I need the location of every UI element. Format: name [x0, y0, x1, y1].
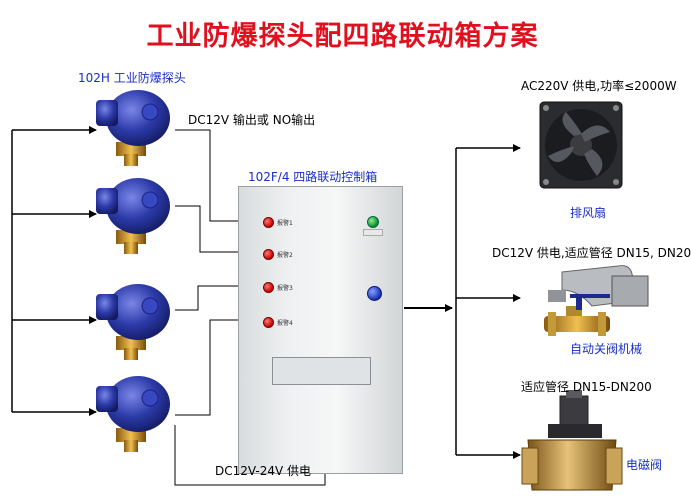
- alarm-label-4: 报警4: [277, 320, 293, 327]
- valve-name-label: 自动关阀机械: [570, 342, 643, 356]
- signal-line-3: [175, 282, 260, 311]
- detector-2: [96, 178, 170, 254]
- solenoid-valve-image: [521, 390, 623, 491]
- alarm-label-2: 报警2: [277, 252, 293, 259]
- alarm-lamp-2: [263, 249, 274, 260]
- fan-name-label: 排风扇: [570, 206, 607, 220]
- alarm-lamp-1: [263, 217, 274, 228]
- detector-3: [96, 284, 170, 360]
- signal-line-4: [175, 316, 260, 416]
- alarm-label-3: 报警3: [277, 285, 293, 292]
- alarm-lamp-3: [263, 282, 274, 293]
- alarm-lamp-4: [263, 317, 274, 328]
- signal-label: DC12V 输出或 NO输出: [188, 113, 316, 127]
- solenoid-spec-label: 适应管径 DN15-DN200: [521, 380, 652, 394]
- power-indicator: [367, 216, 379, 228]
- controller-nameplate: [272, 357, 371, 385]
- exhaust-fan-image: [539, 101, 623, 189]
- signal-line-1: [175, 129, 260, 225]
- power-line: [174, 425, 326, 486]
- detector-1: [96, 90, 170, 166]
- solenoid-name-label: 电磁阀: [626, 458, 663, 472]
- detector-label: 102H 工业防爆探头: [78, 71, 186, 85]
- indicator-nameplate: [363, 229, 383, 236]
- fan-spec-label: AC220V 供电,功率≤2000W: [521, 79, 677, 93]
- valve-spec-label: DC12V 供电,适应管径 DN15, DN20: [492, 246, 691, 260]
- control-box: 报警1 报警2 报警3 报警4: [238, 186, 403, 474]
- mechanical-valve-image: [544, 265, 649, 336]
- signal-line-2: [175, 205, 260, 256]
- reset-button[interactable]: [367, 286, 382, 301]
- detector-4: [96, 376, 170, 452]
- controller-label: 102F/4 四路联动控制箱: [248, 170, 378, 184]
- alarm-label-1: 报警1: [277, 220, 293, 227]
- page-title: 工业防爆探头配四路联动箱方案: [146, 21, 539, 52]
- power-label: DC12V-24V 供电: [215, 464, 312, 478]
